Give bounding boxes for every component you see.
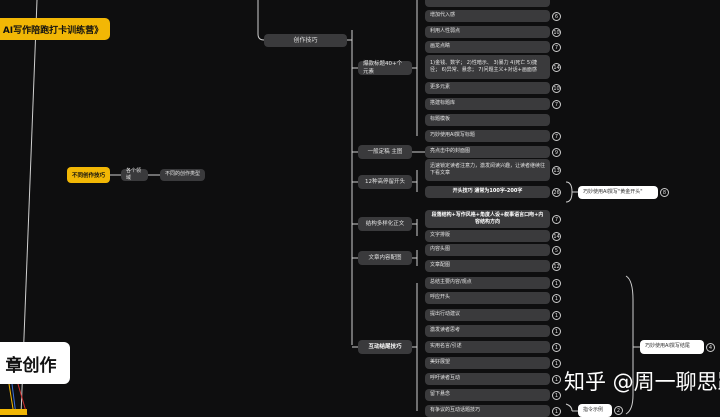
leaf-count-badge: 14 [552,63,561,72]
leaf-count-badge: 10 [552,28,561,37]
leaf-count-badge: 9 [552,148,561,157]
leaf-node[interactable]: 利用人性弱点 [425,26,550,38]
leaf-count-badge: 1 [552,391,561,400]
leaf-count-badge: 1 [552,375,561,384]
golden-opening-badge: 8 [660,188,669,197]
parent-node[interactable]: 互动结尾技巧 [358,340,412,354]
leaf-node[interactable]: 更多元素 [425,82,550,94]
leaf-node[interactable]: 1)金钱、数字； 2)性暗示、 3)暴力 4)死亡 5)捷径； 6)异常、悬念；… [425,55,550,79]
leaf-count-badge: 14 [552,232,561,241]
leaf-count-badge: 1 [552,327,561,336]
prompt-example-badge: 2 [614,406,623,415]
partial-yellow-node [0,409,27,415]
leaf-node[interactable]: 段落结构+写作风格+角度人设+叙事语言口吻+内容结构方向 [425,210,550,228]
leaf-node[interactable]: 文字排版 [425,230,550,242]
leaf-node[interactable]: 开头技巧 通常为100字-200字 [425,186,550,198]
leaf-count-badge: 13 [552,166,561,175]
leaf-node[interactable]: 总结主要内容/观点 [425,277,550,289]
leaf-node[interactable]: 巧妙使用AI撰写标题 [425,130,550,142]
leaf-node[interactable]: 迅速锁定读者注意力，激发阅读兴趣，让读者继续往下看文章 [425,159,550,181]
leaf-node[interactable]: 留下悬念 [425,389,550,401]
leaf-count-badge: 5 [552,246,561,255]
leaf-count-badge: 7 [552,132,561,141]
camp-title-node[interactable]: AI写作陪跑打卡训练营》 [0,18,110,40]
prompt-example-callout[interactable]: 指令示例 [578,404,612,417]
leaf-count-badge: 7 [552,215,561,224]
leaf-node[interactable]: 搭建标题库 [425,98,550,110]
golden-opening-callout[interactable]: 巧妙使用AI撰写"黄金开头" [578,186,658,199]
leaf-node[interactable]: 美好展望 [425,357,550,369]
leaf-count-badge: 1 [552,279,561,288]
article-creation-node[interactable]: 章创作 [0,342,70,384]
fields-node[interactable]: 各个领域 [121,168,148,181]
leaf-node[interactable] [425,0,550,7]
leaf-count-badge: 1 [552,311,561,320]
leaf-node[interactable]: 标题模板 [425,114,550,126]
leaf-count-badge: 1 [552,359,561,368]
ending-badge: 4 [706,343,715,352]
leaf-count-badge: 1 [552,294,561,303]
parent-node[interactable]: 12种高停留开头 [358,175,412,189]
leaf-node[interactable]: 呼应开头 [425,292,550,304]
parent-node[interactable]: 一般定稿 主图 [358,145,412,159]
leaf-node[interactable]: 实用名言/引述 [425,341,550,353]
parent-node[interactable]: 爆款标题40+个元素 [358,61,412,75]
watermark: 知乎 @周一聊思路 [564,370,720,394]
leaf-count-badge: 7 [552,43,561,52]
different-skills-node[interactable]: 不同创作技巧 [67,167,110,183]
leaf-count-badge: 26 [552,188,561,197]
leaf-node[interactable]: 提出行动建议 [425,309,550,321]
leaf-count-badge: 1 [552,343,561,352]
parent-node[interactable]: 结构多样化正文 [358,217,412,231]
leaf-node[interactable]: 呼吁读者互动 [425,373,550,385]
parent-node[interactable]: 文章内容配图 [358,251,412,265]
leaf-node[interactable]: 有争议的互动话题技巧 [425,405,550,417]
leaf-node[interactable]: 画龙点睛 [425,41,550,53]
leaf-count-badge: 12 [552,262,561,271]
leaf-node[interactable]: 激发读者思考 [425,325,550,337]
creation-types-node[interactable]: 不同的创作类型 [160,169,205,181]
leaf-count-badge: 6 [552,12,561,21]
leaf-count-badge: 10 [552,84,561,93]
leaf-node[interactable]: 亮点击中的封面图 [425,146,550,158]
ending-callout[interactable]: 巧妙使用AI撰写结尾 [640,340,704,354]
leaf-count-badge: 7 [552,100,561,109]
leaf-node[interactable]: 内容头图 [425,244,550,256]
creation-skills-node[interactable]: 创作技巧 [264,34,347,47]
leaf-node[interactable]: 文章配图 [425,260,550,272]
leaf-node[interactable]: 增加代入感 [425,10,550,22]
